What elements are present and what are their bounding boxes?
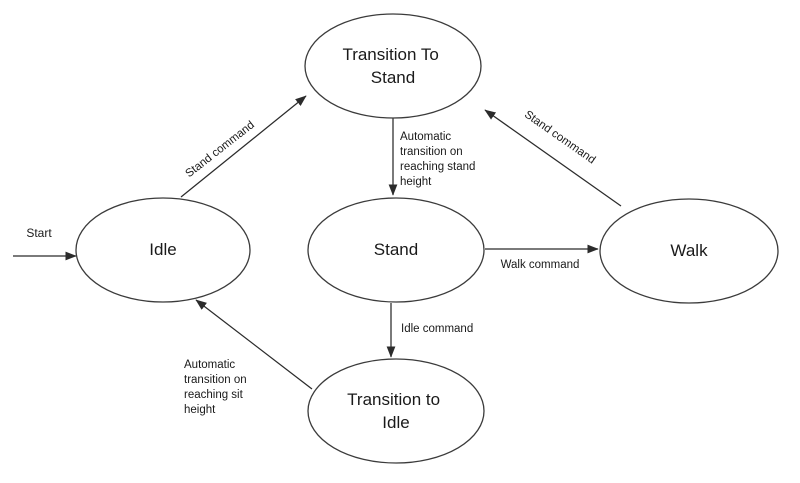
state-label-line: Stand [374,240,418,259]
transition-walk-to-transition-to-stand: Stand command [484,109,622,207]
state-label-line: Walk [670,241,708,260]
edge-label-stand-command-right: Stand command [522,109,597,167]
state-label: Transition to Idle [347,390,445,432]
state-ellipse[interactable] [599,198,779,304]
state-node-idle[interactable]: Idle [75,197,251,303]
state-label: Walk [670,241,708,260]
transition-stand-to-walk: Walk command [485,244,599,271]
state-node-stand[interactable]: Stand [307,197,485,303]
edge-label-auto-stand-height: Automatic transition on reaching stand h… [400,131,479,188]
state-node-transition-to-stand[interactable]: Transition To Stand [304,13,482,119]
edge-label-line: transition on [400,146,463,158]
edge-line [195,299,313,390]
edge-label-line: transition on [184,374,247,386]
edge-label-line: Automatic [400,131,451,143]
edge-label-line: height [184,404,216,416]
edge-line [180,95,307,198]
edge-label-line: Automatic [184,359,235,371]
edge-label-line: height [400,176,432,188]
transition-idle-to-transition-to-stand: Stand command [180,95,307,198]
transition-transition-to-stand-to-stand: Automatic transition on reaching stand h… [388,118,479,196]
edge-line [484,109,622,207]
edge-label-walk-command: Walk command [501,259,580,271]
start-label: Start [26,226,52,240]
state-label-line: Idle [382,413,409,432]
state-label: Idle [149,240,176,259]
state-ellipse[interactable] [75,197,251,303]
state-label-line: Idle [149,240,176,259]
transition-stand-to-transition-to-idle: Idle command [386,303,473,358]
edge-label-auto-sit-height: Automatic transition on reaching sit hei… [184,359,250,416]
start-transition: Start [13,226,77,261]
state-label-line: Stand [371,68,415,87]
edge-label-line: reaching stand [400,161,475,173]
edge-label-stand-command-left: Stand command [183,119,256,180]
state-ellipse[interactable] [304,13,482,119]
state-label-line: Transition To [342,45,438,64]
edge-label-idle-command: Idle command [401,323,473,335]
state-label-line: Transition to [347,390,440,409]
state-ellipse[interactable] [307,358,485,464]
edge-label-line: reaching sit [184,389,244,401]
state-ellipse[interactable] [307,197,485,303]
state-node-walk[interactable]: Walk [599,198,779,304]
state-node-transition-to-idle[interactable]: Transition to Idle [307,358,485,464]
state-label: Stand [374,240,418,259]
transition-transition-to-idle-to-idle: Automatic transition on reaching sit hei… [184,299,313,416]
state-label: Transition To Stand [342,45,443,87]
